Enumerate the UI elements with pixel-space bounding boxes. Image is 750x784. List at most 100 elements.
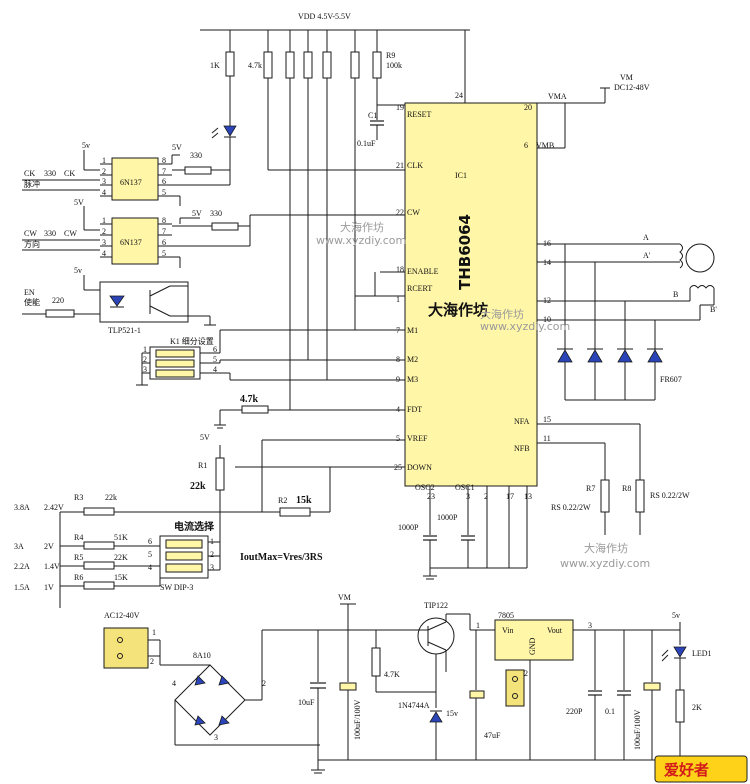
i22-label: 2.2A <box>14 562 30 571</box>
motor-b2-label: B' <box>710 305 717 314</box>
bridge-label: 8A10 <box>193 651 211 660</box>
opto1-pin8: 8 <box>162 156 166 165</box>
pin-13-num: 13 <box>524 492 532 501</box>
ic-part: THB6064 <box>456 214 474 290</box>
cw-input-section: CW 330 CW 方向 5V 6N137 1 2 3 4 8 7 6 5 5V… <box>22 198 251 268</box>
cw-330: 330 <box>44 229 56 238</box>
logo-text: 爱好者 <box>664 761 709 779</box>
r1-value: 22k <box>190 481 206 492</box>
ck-input-section: CK 330 CK 脉冲 5v 6N137 1 2 3 4 8 7 6 5 5V… <box>22 141 231 206</box>
vm-range: DC12-48V <box>614 83 650 92</box>
r47k-fdt-label: 4.7k <box>240 394 259 405</box>
motor-a-label: A <box>643 233 649 242</box>
r5-value: 22K <box>114 553 128 562</box>
pin-3-name: OSC1 <box>455 483 475 492</box>
osc-capacitors: 1000P 1000P <box>398 486 528 580</box>
v14-label: 1.4V <box>44 562 60 571</box>
pin-15-num: 15 <box>543 415 551 424</box>
pin-18-name: ENABLE <box>407 267 439 276</box>
opto1-pin5: 5 <box>162 188 166 197</box>
en-5v: 5v <box>74 266 82 275</box>
r6-label: R6 <box>74 573 83 582</box>
led-5v: 5v <box>672 611 680 620</box>
r1-label: R1 <box>198 461 207 470</box>
r330a-label: 330 <box>190 151 202 160</box>
rs1-label: RS 0.22/2W <box>551 503 591 512</box>
motor-a2-label: A' <box>643 251 651 260</box>
zener-label: 1N4744A <box>398 701 430 710</box>
ic-cn-label: 大海作坊 <box>428 301 488 319</box>
ic-left-wires <box>220 169 405 468</box>
opto2-pin1: 1 <box>102 216 106 225</box>
r9-label: R9 <box>386 51 395 60</box>
wm3: 大海作坊 <box>584 541 628 555</box>
r4-value: 51K <box>114 533 128 542</box>
vma-label: VMA <box>548 92 567 101</box>
opto2-pin7: 7 <box>162 227 166 236</box>
pin-5-name: VREF <box>407 434 428 443</box>
cw-label: CW <box>24 229 37 238</box>
pin-1-num: 1 <box>396 295 400 304</box>
sw-label: SW DIP-3 <box>160 583 193 592</box>
reg-pin2: 2 <box>524 669 528 678</box>
wm2: 大海作坊 <box>480 307 524 321</box>
opto2-pin5: 5 <box>162 249 166 258</box>
vdd-rail: VDD 4.5V-5.5V 1K 4.7k R9 100k <box>200 12 470 410</box>
pin-19-name: RESET <box>407 110 432 119</box>
pin-7-name: M1 <box>407 326 418 335</box>
opto2-pin8: 8 <box>162 216 166 225</box>
c1000p-a: 1000P <box>398 523 419 532</box>
ac-pin1: 1 <box>152 628 156 637</box>
wm1: 大海作坊 <box>340 220 384 234</box>
pin-2-num: 2 <box>484 492 488 501</box>
cw-cw: CW <box>64 229 77 238</box>
opto2-pin6: 6 <box>162 238 166 247</box>
k1-label: K1 细分设置 <box>170 336 214 346</box>
r1k-label: 1K <box>210 61 220 70</box>
bridge-pin3: 3 <box>214 733 218 742</box>
opto1-5v: 5V <box>172 143 182 152</box>
motor-outputs: A A' B B' <box>537 233 717 321</box>
ck-5v: 5v <box>82 141 90 150</box>
k1-pin3: 3 <box>143 365 147 374</box>
c1-label: C1 <box>368 111 377 120</box>
opto1-pin7: 7 <box>162 167 166 176</box>
i3-label: 3A <box>14 542 24 551</box>
status-led-icon <box>211 110 237 170</box>
c1-value: 0.1uF <box>357 139 376 148</box>
pin-4-name: FDT <box>407 405 422 414</box>
v242-label: 2.42V <box>44 503 64 512</box>
r5-label: R5 <box>74 553 83 562</box>
c47uf-label: 47uF <box>484 731 501 740</box>
opto1-pin3: 3 <box>102 177 106 186</box>
c100uf-label: 100uF/100V <box>353 699 362 740</box>
sw-pin5: 5 <box>148 550 152 559</box>
watermarks: 大海作坊 www.xyzdiy.com 大海作坊 www.xyzdiy.com … <box>316 220 650 570</box>
zener-v: 15v <box>446 709 458 718</box>
motor-b-label: B <box>673 290 678 299</box>
rs2-label: RS 0.22/2W <box>650 491 690 500</box>
r2k-label: 2K <box>692 703 702 712</box>
i15-label: 1.5A <box>14 583 30 592</box>
reg-pin3: 3 <box>588 621 592 630</box>
vdd-label: VDD 4.5V-5.5V <box>298 12 351 21</box>
sw-pin2: 2 <box>210 550 214 559</box>
led-label: LED1 <box>692 649 712 658</box>
pin-22-name: CW <box>407 208 420 217</box>
r3-label: R3 <box>74 493 83 502</box>
enable-input-section: EN 使能 220 5v TLP521-1 <box>22 266 216 335</box>
current-select-section: 3.8A 2.42V R3 22k 3A 2V 2.2A 1.4V 1.5A 1… <box>14 493 221 608</box>
fr607-label: FR607 <box>660 375 682 384</box>
en-cn: 使能 <box>24 297 40 307</box>
ck-330: 330 <box>44 169 56 178</box>
vm-supply-in: VMA VM DC12-48V <box>537 73 650 149</box>
i38-label: 3.8A <box>14 503 30 512</box>
pin-11-name: NFB <box>514 444 530 453</box>
opto1-pin4: 4 <box>102 188 106 197</box>
vm-label: VM <box>620 73 633 82</box>
opto1-pin2: 2 <box>102 167 106 176</box>
bridge-pin2: 2 <box>262 679 266 688</box>
formula: IoutMax=Vres/3RS <box>240 552 323 563</box>
r47k-psu-label: 4.7K <box>384 670 400 679</box>
